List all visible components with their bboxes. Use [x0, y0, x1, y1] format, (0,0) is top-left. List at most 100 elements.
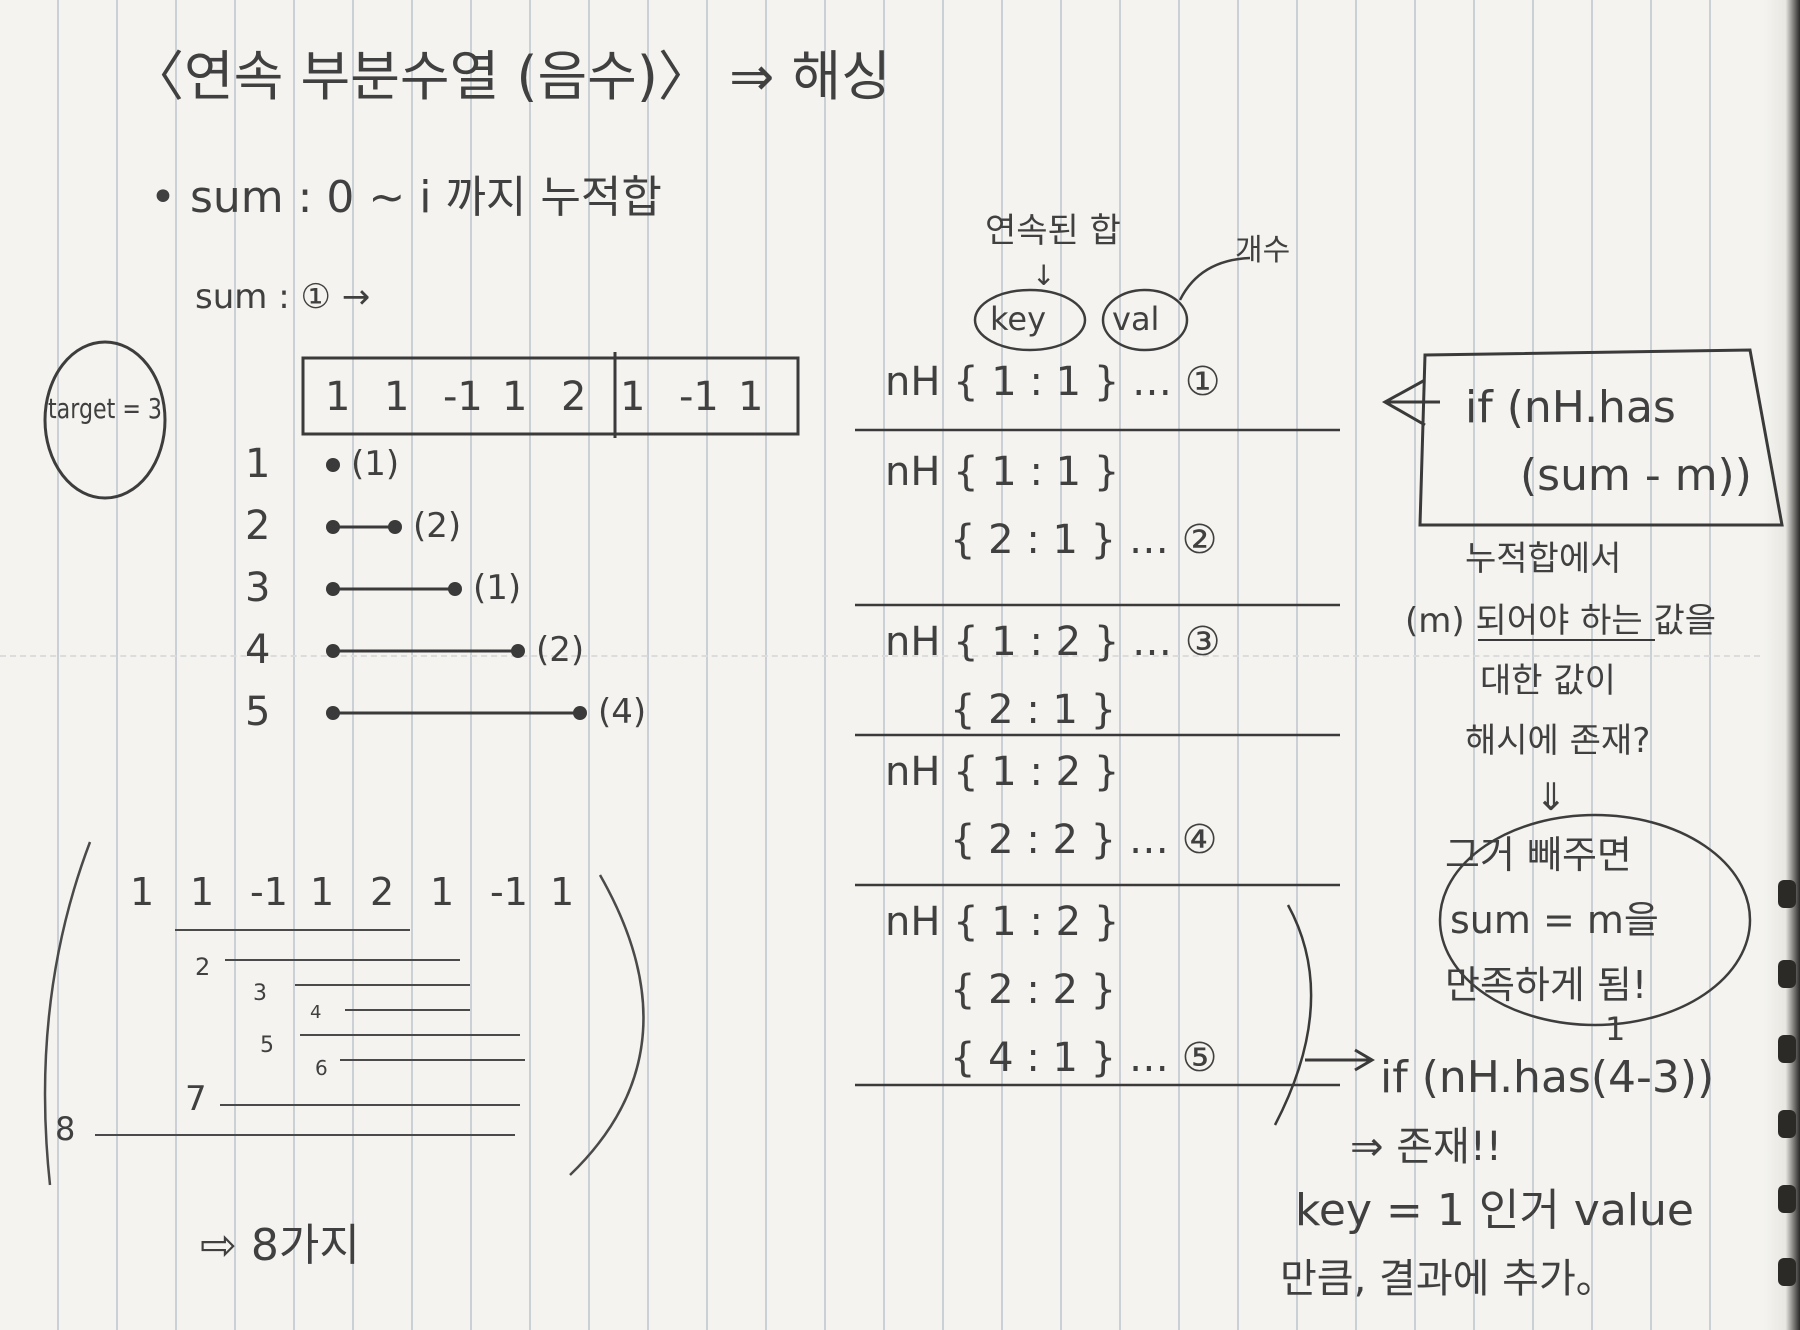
subarray-number: 2 [195, 953, 210, 981]
prefix-end-dot [573, 706, 587, 720]
prefix-end-dot [448, 582, 462, 596]
prefix-count: (1) [351, 444, 399, 484]
check-arrow-head [1354, 1048, 1375, 1072]
lower-array-cell: 1 [190, 870, 214, 914]
bubble-line: 만족하게 됨! [1445, 963, 1647, 1007]
page-fold-line [0, 655, 1760, 657]
prefix-end-dot [388, 520, 402, 534]
hash-bracket [1273, 904, 1313, 1126]
binding-ring [1778, 1258, 1796, 1286]
prefix-count: (1) [473, 568, 521, 608]
subarray-number: 7 [185, 1079, 207, 1119]
lower-array-cell: 1 [130, 870, 154, 914]
lower-array-cell: 1 [550, 870, 574, 914]
subarray-number: 4 [310, 1002, 321, 1023]
array-cell: 1 [384, 374, 409, 420]
val-circle [1101, 288, 1189, 352]
hash-entry: nH { 1 : 2 } [885, 899, 1119, 945]
arrow-down: ⇓ [1535, 775, 1567, 819]
lower-array-cell: 2 [370, 870, 394, 914]
target-label: target = 3 [48, 392, 162, 425]
sum-label: sum : ① → [195, 277, 370, 317]
check-mark: 1 [1605, 1010, 1625, 1048]
lower-result: ⇨ 8가지 [200, 1220, 360, 1271]
prefix-count: (2) [413, 506, 461, 546]
subarray-number: 5 [260, 1033, 274, 1058]
binding-ring [1778, 960, 1796, 988]
prefix-index: 3 [245, 565, 270, 611]
box-code-line-2: (sum - m)) [1520, 450, 1752, 501]
explanation-line: 대한 값이 [1480, 661, 1616, 701]
sum-definition: • sum : 0 ~ i 까지 누적합 [150, 172, 662, 223]
hash-entry: { 4 : 1 } … ⑤ [950, 1035, 1217, 1081]
hash-entry: { 2 : 2 } [950, 967, 1116, 1013]
hash-entry: { 2 : 1 } [950, 687, 1116, 733]
subarray-diagram [43, 841, 645, 1186]
hash-entry: nH { 1 : 1 } [885, 449, 1119, 495]
prefix-rows: 1 (1) 2 (2) 3 (1) 4 (2) 5 (4) [245, 441, 646, 735]
note-title: 〈연속 부분수열 (음수)〉 ⇒ 해싱 [130, 45, 891, 108]
conclusion-bubble [1438, 813, 1752, 1027]
prefix-count: (4) [598, 692, 646, 732]
result-line: 만큼, 결과에 추가。 [1280, 1256, 1616, 1302]
condition-box [1381, 348, 1784, 527]
subarray-lines: 2 3 4 5 6 7 8 [55, 929, 525, 1148]
hash-count-label: 개수 [1235, 233, 1290, 268]
binding-ring [1778, 1035, 1796, 1063]
target-circle [43, 340, 167, 500]
box-code-line-1: if (nH.has [1465, 382, 1676, 433]
array-cell: 2 [561, 374, 586, 420]
hash-entry: { 2 : 1 } … ② [950, 517, 1217, 563]
hash-blocks: nH { 1 : 1 } … ① nH { 1 : 1 } { 2 : 1 } … … [855, 359, 1340, 1126]
lower-array-cell: -1 [250, 870, 288, 914]
lower-array-cell: 1 [430, 870, 454, 914]
explanation-line: 누적합에서 [1465, 539, 1621, 579]
prefix-count: (2) [536, 630, 584, 670]
prefix-start-dot [326, 458, 340, 472]
subarray-number: 6 [315, 1056, 328, 1080]
result-line: ⇒ 존재!! [1350, 1124, 1502, 1170]
binding-ring [1778, 1185, 1796, 1213]
check-code: if (nH.has(4-3)) [1380, 1052, 1714, 1103]
array-cell: -1 [679, 374, 719, 420]
lower-array-cell: -1 [490, 870, 528, 914]
array-box [301, 352, 800, 438]
subarray-number: 8 [55, 1110, 75, 1148]
prefix-index: 1 [245, 441, 270, 487]
lower-array-cell: 1 [310, 870, 334, 914]
prefix-end-dot [511, 644, 525, 658]
prefix-index: 5 [245, 689, 270, 735]
spiral-binding [1764, 0, 1800, 1330]
bubble-line: sum = m을 [1450, 898, 1659, 942]
binding-ring [1778, 880, 1796, 908]
prefix-index: 4 [245, 627, 270, 673]
array-cell: 1 [325, 374, 350, 420]
explanation-line: 해시에 존재? [1465, 721, 1650, 761]
array-cell: 1 [620, 374, 645, 420]
hash-entry: nH { 1 : 2 } … ③ [885, 619, 1221, 665]
hash-entry: nH { 1 : 1 } … ① [885, 359, 1221, 405]
hash-key-label: key [990, 300, 1046, 338]
key-circle [973, 288, 1087, 352]
array-cell: 1 [738, 374, 763, 420]
hash-entry: { 2 : 2 } … ④ [950, 817, 1217, 863]
prefix-index: 2 [245, 503, 270, 549]
explanation-line: (m) 되어야 하는 값을 [1405, 601, 1716, 641]
hash-val-label: val [1112, 300, 1159, 338]
hash-header-top: 연속된 합 [985, 211, 1121, 251]
bubble-line: 그거 빼주면 [1445, 833, 1632, 877]
hash-entry: nH { 1 : 2 } [885, 749, 1119, 795]
count-pointer [1178, 256, 1251, 301]
result-line: key = 1 인거 value [1295, 1185, 1694, 1236]
binding-ring [1778, 1110, 1796, 1138]
down-arrow: ↓ [1032, 259, 1055, 292]
result-lines: ⇒ 존재!! key = 1 인거 value 만큼, 결과에 추가。 [1280, 1124, 1694, 1302]
subarray-number: 3 [253, 981, 267, 1006]
array-cell: 1 [502, 374, 527, 420]
